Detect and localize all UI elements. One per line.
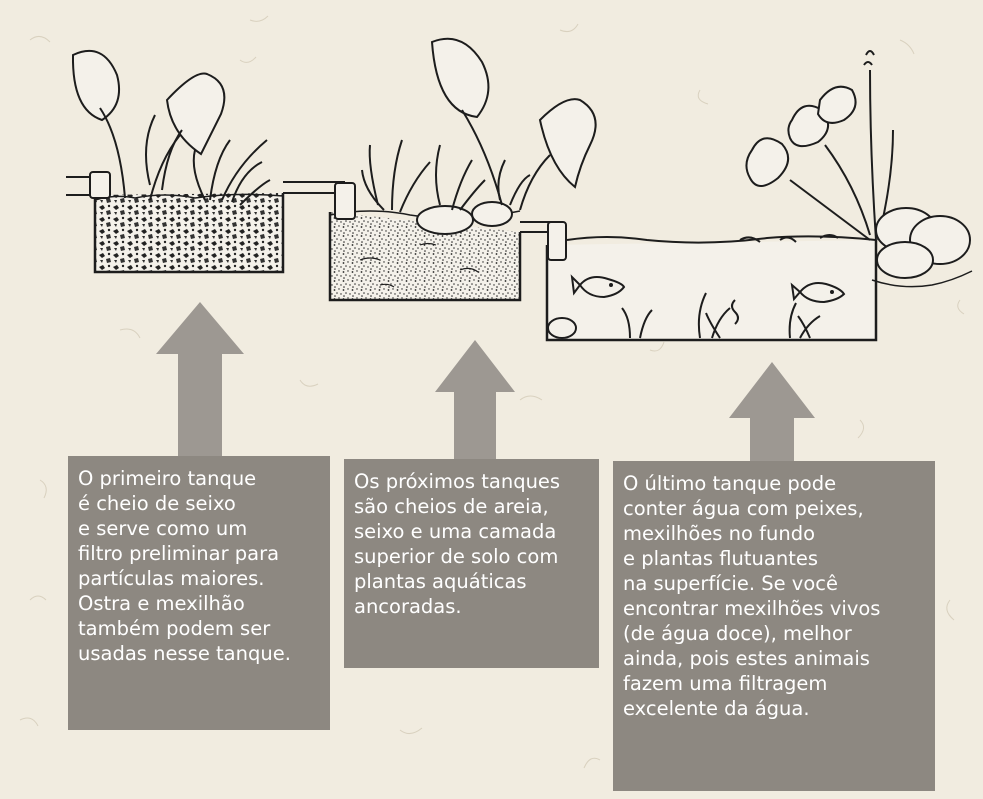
arrow-icon	[435, 340, 515, 460]
caption-line: na superfície. Se você	[623, 572, 838, 595]
caption-line: também podem ser	[78, 617, 271, 640]
caption-line: superior de solo com	[354, 545, 559, 568]
caption-line: O primeiro tanque	[78, 467, 257, 490]
caption-line: filtro preliminar para	[78, 542, 280, 565]
caption-line: e serve como um	[78, 517, 248, 540]
caption-line: Os próximos tanques	[354, 470, 561, 493]
caption-line: partículas maiores.	[78, 567, 265, 590]
caption-line: conter água com peixes,	[623, 497, 864, 520]
tank-2-plants	[361, 37, 597, 213]
ground-line	[66, 176, 92, 196]
tank-2-sand	[328, 182, 562, 302]
caption-line: é cheio de seixo	[78, 492, 236, 515]
caption-next-tanks: Os próximos tanques são cheios de areia,…	[344, 459, 599, 668]
tank-3-plants	[745, 50, 894, 241]
caption-line: usadas nesse tanque.	[78, 642, 291, 665]
fish-icon	[790, 282, 846, 304]
tank-1-plants	[71, 50, 271, 206]
fish-icon	[570, 274, 626, 299]
caption-line: Ostra e mexilhão	[78, 592, 245, 615]
caption-line: O último tanque pode	[623, 472, 837, 495]
tank-3-water	[545, 221, 878, 342]
caption-line: (de água doce), melhor	[623, 622, 852, 645]
caption-line: ainda, pois estes animais	[623, 647, 870, 670]
caption-line: fazem uma filtragem	[623, 672, 828, 695]
arrow-icon	[156, 302, 244, 458]
caption-line: excelente da água.	[623, 697, 810, 720]
tank-3-inlet-pipe	[547, 221, 567, 261]
caption-line: encontrar mexilhões vivos	[623, 597, 881, 620]
caption-first-tank: O primeiro tanque é cheio de seixo e ser…	[68, 456, 330, 730]
caption-line: e plantas flutuantes	[623, 547, 819, 570]
caption-line: ancoradas.	[354, 595, 462, 618]
rocks	[875, 207, 971, 279]
caption-line: mexilhões no fundo	[623, 522, 816, 545]
arrow-icon	[729, 362, 815, 462]
caption-line: são cheios de areia,	[354, 495, 549, 518]
caption-last-tank: O último tanque pode conter água com pei…	[613, 461, 935, 791]
tank-1-inlet-pipe	[89, 171, 111, 199]
caption-line: plantas aquáticas	[354, 570, 527, 593]
tank-1-gravel	[89, 171, 345, 274]
tank-2-inlet-pipe	[334, 182, 356, 220]
caption-line: seixo e uma camada	[354, 520, 557, 543]
paper-texture	[19, 15, 965, 769]
